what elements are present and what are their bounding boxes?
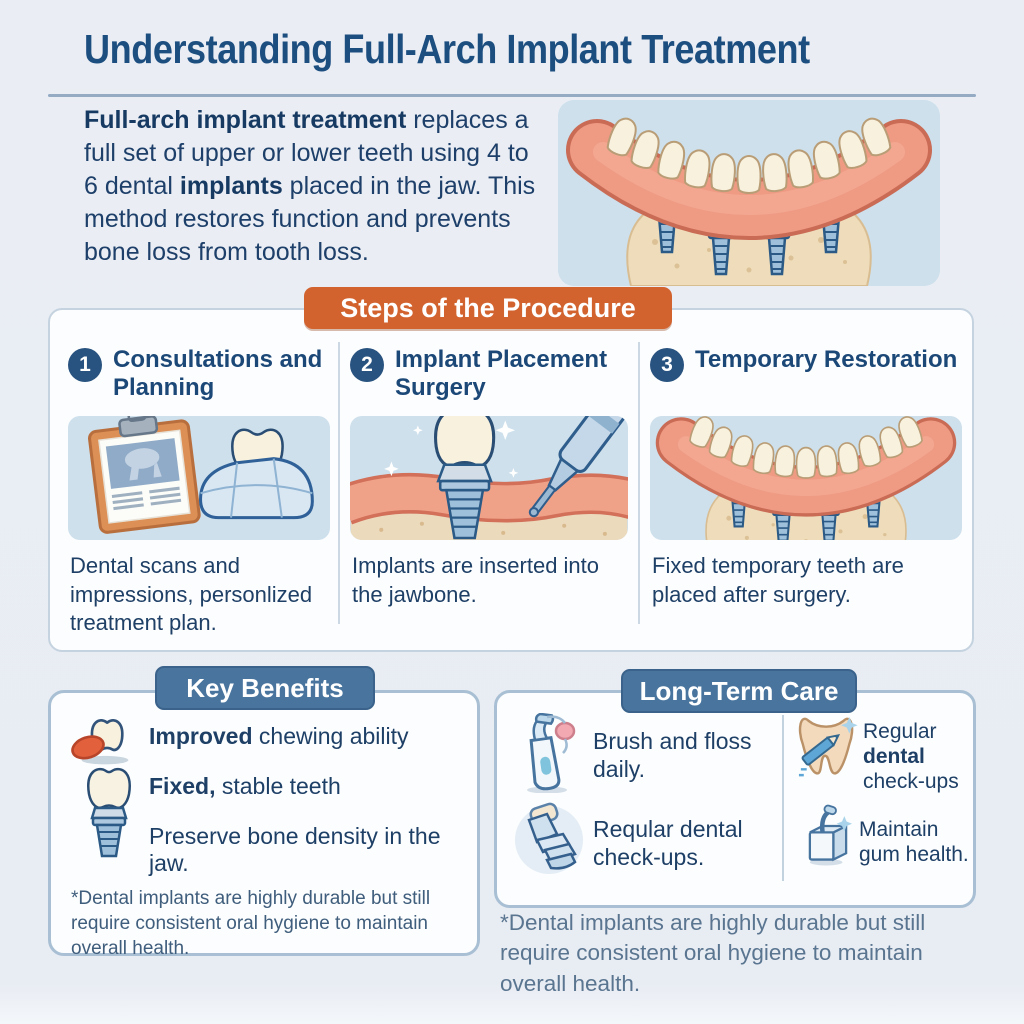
- benefit-1: Improved chewing ability: [149, 723, 409, 750]
- gum-care-tool-icon: [808, 804, 853, 866]
- implant-tooth-icon: [87, 767, 131, 858]
- key-benefits-header: Key Benefits: [155, 666, 375, 710]
- temporary-restoration-arch-illustration: [650, 416, 962, 540]
- intro-bold-implants: implants: [179, 172, 283, 200]
- clipboard-icon: [88, 416, 201, 534]
- benefit-2-bold: Fixed,: [149, 773, 216, 799]
- tooth-with-pencil-icon: [798, 717, 858, 777]
- benefit-3: Preserve bone density in the jaw.: [149, 823, 469, 877]
- step-1-number-badge: 1: [68, 348, 102, 382]
- step-3: 3 Temporary Restoration Fixed temporary …: [650, 310, 962, 650]
- care-right-post: check-ups: [863, 770, 959, 794]
- care-item-gum-health: Maintain gum health.: [859, 818, 969, 867]
- full-arch-illustration-svg: [566, 114, 932, 286]
- benefit-3-text: Preserve bone density in the jaw.: [149, 823, 441, 876]
- step-2-title: Implant Placement Surgery: [395, 346, 608, 402]
- tooth-with-food-icon: [71, 719, 129, 765]
- clipboard-scan-and-impression-illustration: [68, 416, 330, 540]
- gum-arch: [566, 119, 932, 240]
- step-3-description: Fixed temporary teeth are placed after s…: [652, 553, 904, 607]
- benefit-1-text: chewing ability: [252, 723, 409, 749]
- care-right-bold: dental: [863, 745, 925, 769]
- bone-speckles: [652, 237, 847, 273]
- step-1-header: 1 Consultations and Planning: [68, 346, 330, 403]
- step-2-header: 2 Implant Placement Surgery: [350, 346, 628, 403]
- surgical-handpiece-icon: [528, 416, 628, 518]
- gum-cross-section: [350, 472, 628, 525]
- step-divider-2: [638, 342, 640, 624]
- steps-banner: Steps of the Procedure: [304, 287, 672, 329]
- step-1-title: Consultations and Planning: [113, 346, 323, 402]
- electric-toothbrush-and-floss-icon: [527, 713, 576, 793]
- step-1: 1 Consultations and Planning: [68, 310, 330, 650]
- key-benefits-box: Improved chewing ability Fixed, stable t…: [48, 690, 480, 959]
- intro-paragraph: Full-arch implant treatment replaces a f…: [84, 104, 542, 269]
- care-item-checkups-right: Regular dental check-ups: [863, 719, 967, 795]
- benefit-2-text: stable teeth: [215, 773, 341, 799]
- benefit-2: Fixed, stable teeth: [149, 773, 341, 800]
- long-term-care-header: Long-Term Care: [621, 669, 857, 713]
- implant-in-gum-icon: [434, 416, 496, 540]
- dental-impression-icon: [198, 428, 314, 520]
- step-3-header: 3 Temporary Restoration: [650, 346, 962, 382]
- dental-chair-icon: [515, 802, 583, 874]
- steps-banner-label: Steps of the Procedure: [340, 292, 636, 323]
- intro-text-1: replaces a full set of upper or lower te…: [84, 106, 529, 200]
- long-term-care-header-label: Long-Term Care: [639, 675, 839, 706]
- step-3-title: Temporary Restoration: [695, 346, 958, 373]
- implant-surgery-illustration: [350, 416, 628, 540]
- page-title: Understanding Full-Arch Implant Treatmen…: [84, 26, 810, 72]
- title-divider: [48, 94, 976, 97]
- long-term-care-box: Long-Term Care Brush and floss daily. Re…: [494, 669, 976, 908]
- key-benefits-footnote: *Dental implants are highly durable but …: [71, 888, 431, 960]
- intro-bold-lead: Full-arch implant treatment: [84, 106, 407, 134]
- step-2-description: Implants are inserted into the jawbone.: [352, 553, 600, 607]
- step-1-description: Dental scans and impressions, personlize…: [70, 553, 313, 636]
- step-2-number-badge: 2: [350, 348, 384, 382]
- key-benefits-header-label: Key Benefits: [186, 672, 344, 703]
- full-arch-implant-denture-illustration: [558, 100, 940, 286]
- care-columns-divider: [782, 715, 784, 881]
- intro-text-2: placed in the jaw. This method restores …: [84, 172, 536, 266]
- care-right-pre: Regular: [863, 720, 937, 743]
- bottom-footnote: *Dental implants are highly durable but …: [500, 910, 926, 996]
- benefit-1-bold: Improved: [149, 723, 253, 749]
- care-item-checkups-left: Reqular dental check-ups.: [593, 816, 743, 871]
- care-item-brush-floss: Brush and floss daily.: [593, 728, 752, 783]
- step-2: 2 Implant Placement Surgery: [350, 310, 628, 650]
- steps-panel: 1 Consultations and Planning: [48, 308, 974, 652]
- step-3-number-badge: 3: [650, 348, 684, 382]
- step-divider-1: [338, 342, 340, 624]
